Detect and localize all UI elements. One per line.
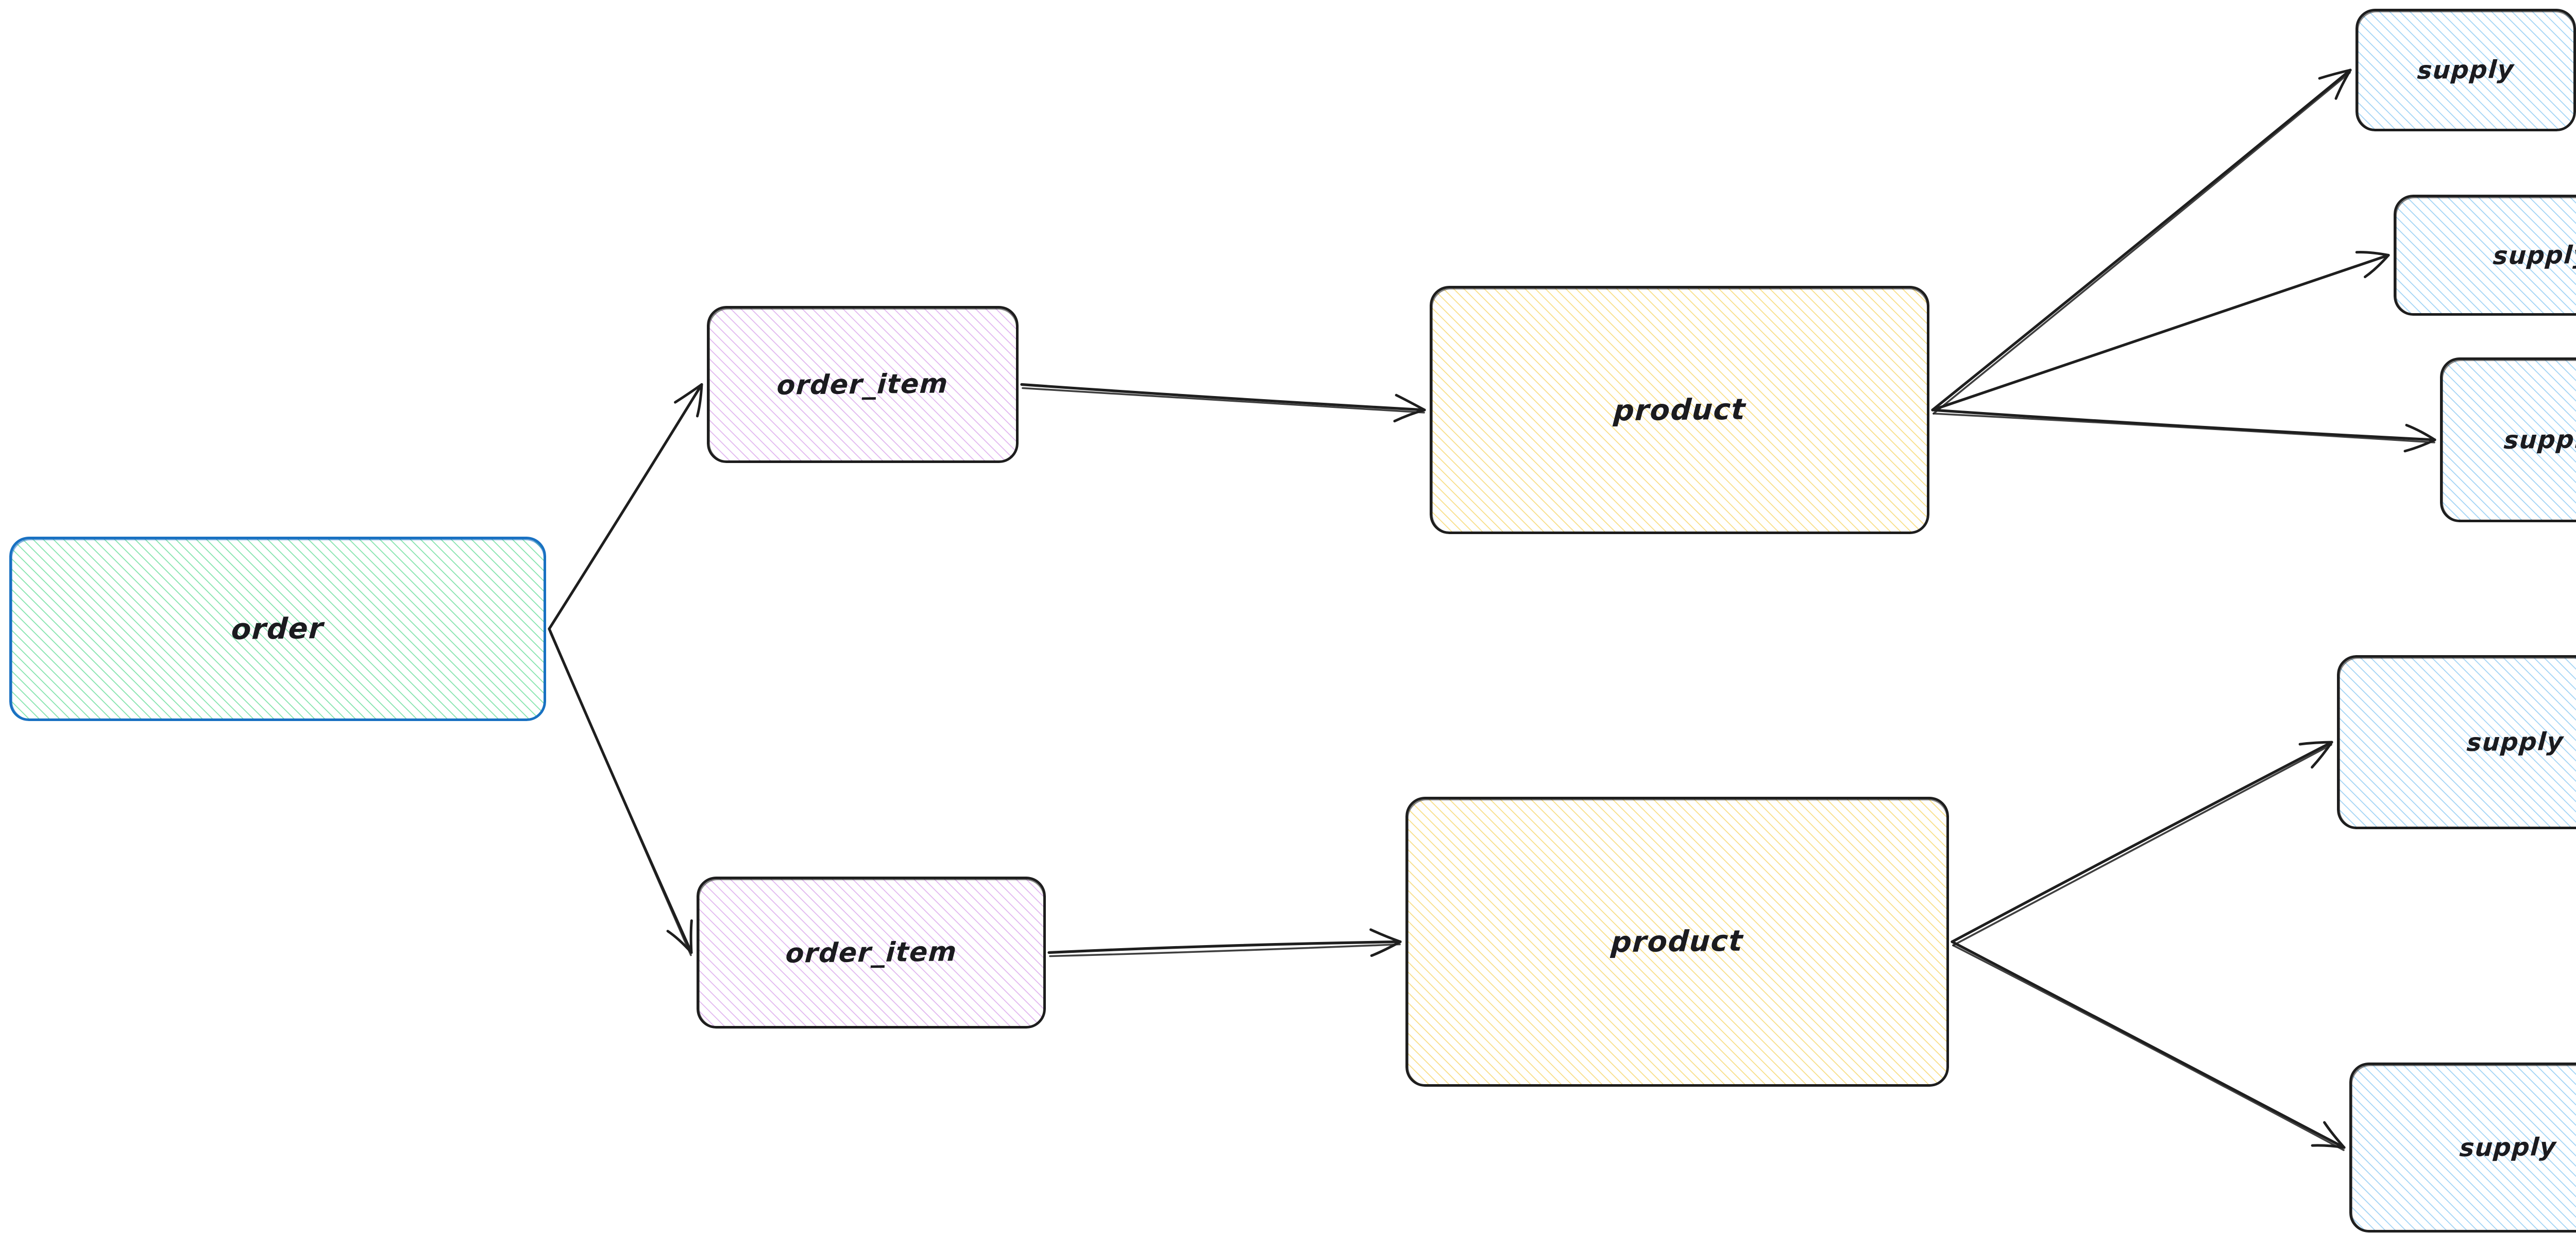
node-label: product — [1613, 392, 1747, 427]
node-label: order — [230, 612, 325, 646]
edge-line — [549, 385, 702, 629]
edge-arrowhead — [2325, 1122, 2344, 1148]
edge-line — [1952, 742, 2332, 942]
edge-line — [1953, 745, 2331, 946]
edge-line — [1022, 385, 1425, 410]
node-label: order_item — [785, 936, 958, 969]
edge-line — [1050, 945, 1400, 956]
edge-arrowhead — [1371, 942, 1400, 956]
edge-arrowhead — [2319, 70, 2350, 78]
node-label: supply — [2503, 425, 2576, 455]
edge-line — [550, 632, 691, 955]
node-supply_3[interactable]: supply — [2440, 357, 2576, 522]
edge-line — [1934, 414, 2434, 442]
edge-arrowhead — [1395, 410, 1425, 421]
node-label: order_item — [776, 368, 949, 401]
edge-line — [1933, 70, 2350, 410]
edge-line — [549, 629, 691, 953]
edge-line — [1933, 255, 2388, 410]
edge-arrowhead — [1396, 395, 1425, 410]
edge-line — [1934, 73, 2350, 414]
edge-arrowhead — [2357, 252, 2388, 255]
node-product_1[interactable]: product — [1430, 286, 1929, 534]
edge-arrowhead — [1371, 930, 1400, 942]
node-label: supply — [2492, 241, 2576, 270]
edge-arrowhead — [668, 931, 691, 953]
edge-line — [1952, 942, 2344, 1148]
node-order_item_2[interactable]: order_item — [697, 877, 1046, 1029]
node-label: supply — [2466, 727, 2565, 757]
edge-arrowhead — [675, 385, 702, 403]
node-supply_1[interactable]: supply — [2355, 9, 2576, 131]
edge-arrowhead — [2406, 425, 2435, 440]
edge-arrowhead — [697, 385, 702, 416]
edge-arrowhead — [2300, 742, 2332, 744]
edge-arrowhead — [2405, 440, 2435, 451]
node-order_item_1[interactable]: order_item — [707, 306, 1019, 463]
node-supply_5[interactable]: supply — [2349, 1063, 2576, 1232]
edge-arrowhead — [2312, 1145, 2344, 1148]
edge-line — [1023, 388, 1424, 413]
edge-arrowhead — [2365, 255, 2388, 277]
edge-line — [1953, 946, 2344, 1151]
node-label: product — [1610, 924, 1744, 960]
node-supply_2[interactable]: supply — [2394, 195, 2576, 316]
node-label: supply — [2416, 55, 2515, 85]
node-label: supply — [2459, 1133, 2557, 1162]
node-order[interactable]: order — [9, 537, 546, 721]
edge-line — [1049, 942, 1400, 953]
node-product_2[interactable]: product — [1405, 797, 1949, 1087]
node-supply_4[interactable]: supply — [2337, 655, 2576, 829]
edge-arrowhead — [2312, 742, 2332, 767]
edge-line — [1933, 410, 2435, 440]
edge-arrowhead — [2336, 70, 2350, 98]
